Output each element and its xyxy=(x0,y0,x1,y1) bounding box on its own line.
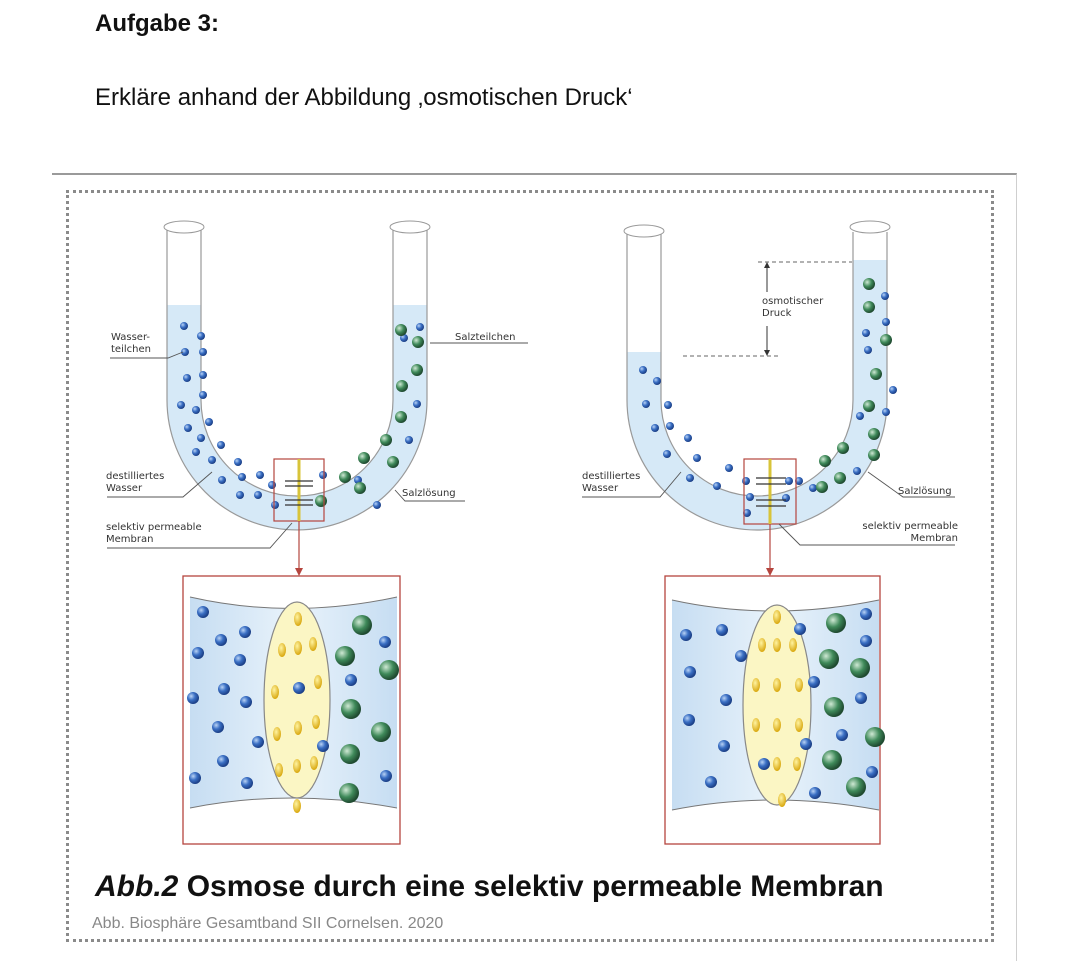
label-membrane-2: Membran xyxy=(106,534,153,545)
figure-dotted-border xyxy=(66,190,994,942)
label-distilled-water-right-2: Wasser xyxy=(582,483,619,494)
label-water-particles-2: teilchen xyxy=(111,344,151,355)
left-u-tube: Wasser- teilchen Salzteilchen destillier… xyxy=(106,220,528,576)
label-membrane-right-1: selektiv permeable xyxy=(862,521,958,532)
label-distilled-water-1: destilliertes xyxy=(106,471,164,482)
figure-frame xyxy=(52,173,1017,961)
label-osmotic-pressure-1: osmotischer xyxy=(762,296,824,307)
left-membrane-closeup xyxy=(182,575,401,845)
label-salt-solution: Salzlösung xyxy=(402,488,456,499)
label-water-particles-1: Wasser- xyxy=(111,332,150,343)
label-membrane-right-2: Membran xyxy=(911,533,958,544)
right-membrane-closeup xyxy=(664,575,885,845)
task-title: Aufgabe 3: xyxy=(95,10,220,37)
label-salt-particles: Salzteilchen xyxy=(455,332,515,343)
label-osmotic-pressure-2: Druck xyxy=(762,308,792,319)
caption-prefix: Abb.2 xyxy=(95,870,179,903)
right-u-tube: osmotischer Druck destilliertes Wasser S… xyxy=(582,220,958,576)
caption-text: Osmose durch eine selektiv permeable Mem… xyxy=(186,870,884,903)
label-distilled-water-2: Wasser xyxy=(106,483,143,494)
label-membrane-1: selektiv permeable xyxy=(106,522,202,533)
figure-caption: Abb.2 Osmose durch eine selektiv permeab… xyxy=(95,870,884,904)
label-distilled-water-right-1: destilliertes xyxy=(582,471,640,482)
figure-source: Abb. Biosphäre Gesamtband SII Cornelsen.… xyxy=(92,915,444,932)
label-salt-solution-right: Salzlösung xyxy=(898,486,952,497)
task-instruction: Erkläre anhand der Abbildung ‚osmotische… xyxy=(95,84,633,111)
